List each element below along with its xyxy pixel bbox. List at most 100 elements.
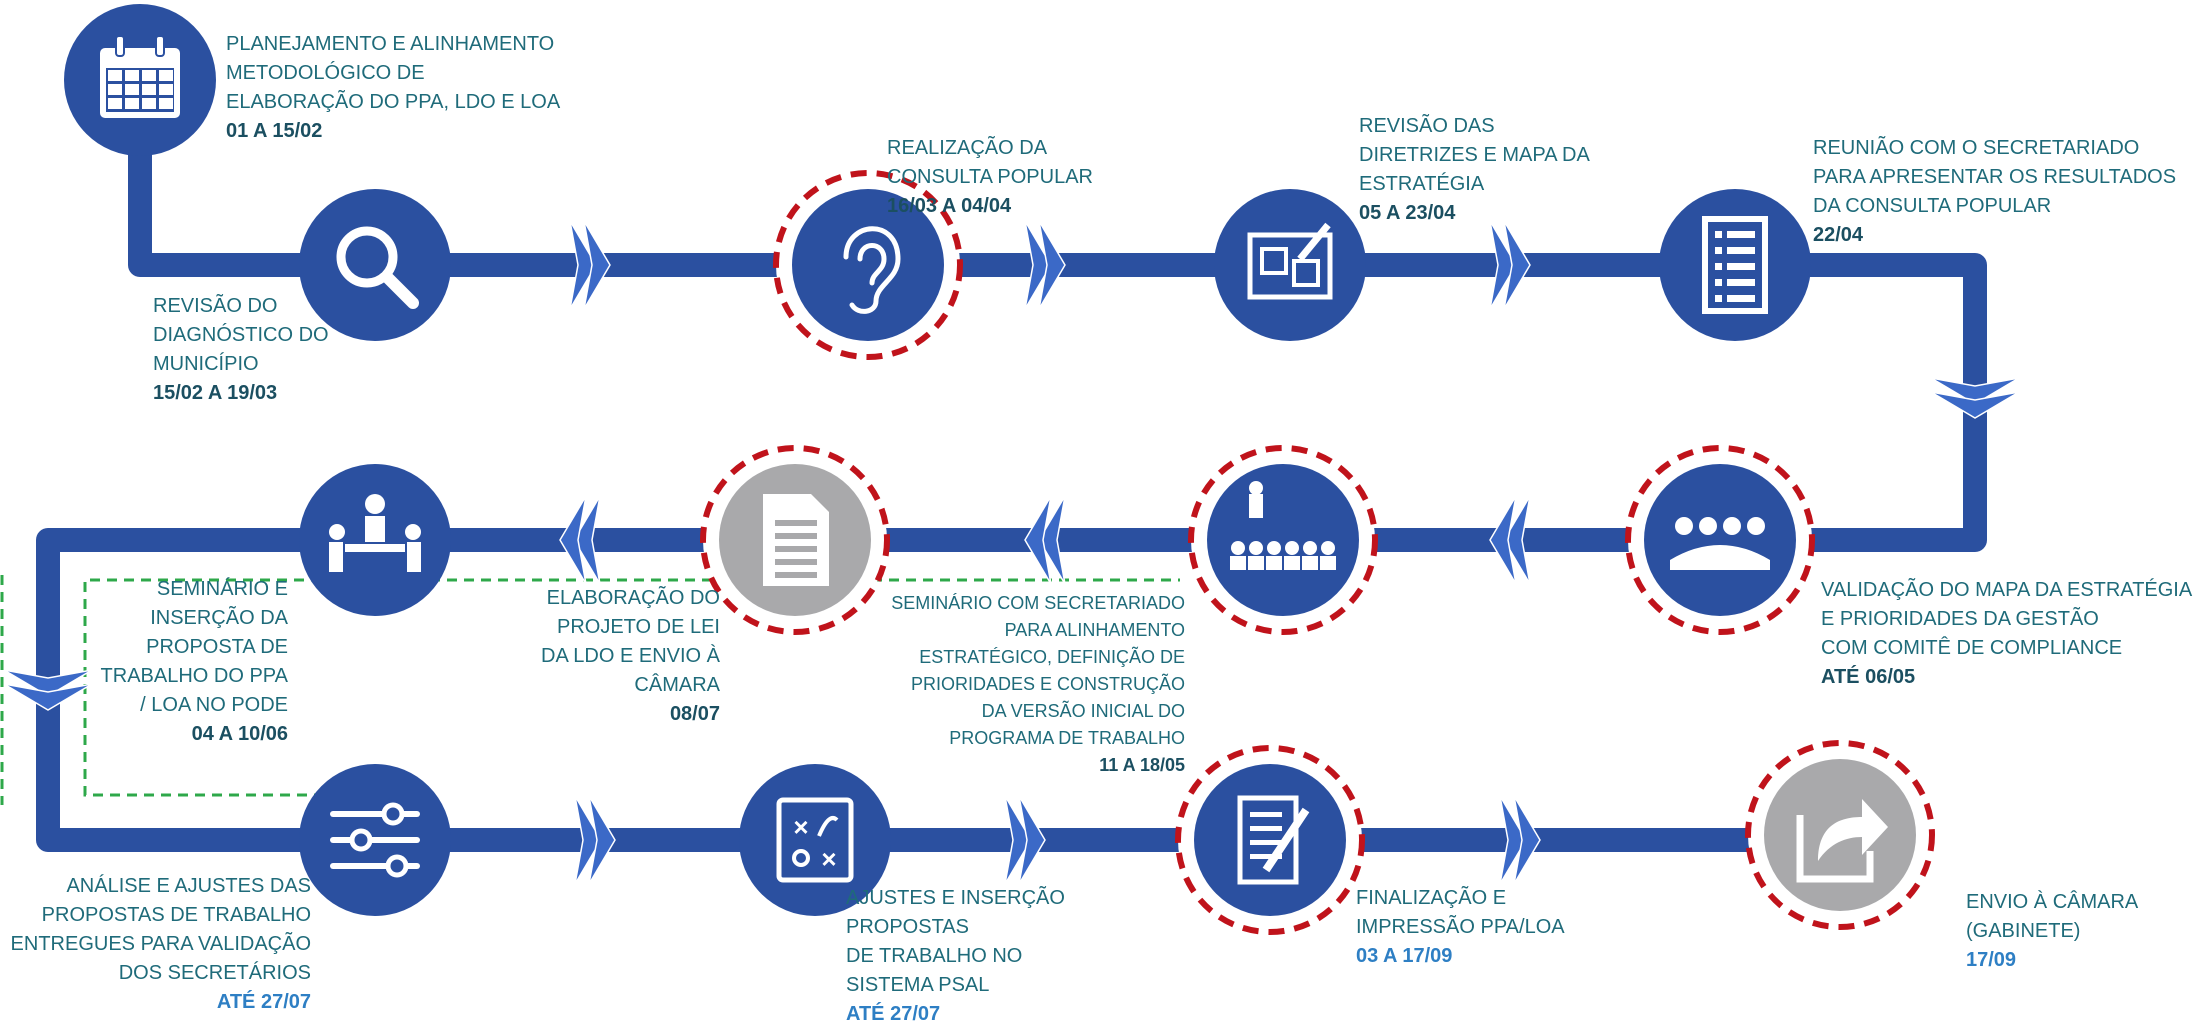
step-circle — [792, 189, 944, 341]
step-title-line: PARA ALINHAMENTO — [1004, 620, 1185, 640]
chevron-part — [3, 683, 93, 711]
step-label-validacao: VALIDAÇÃO DO MAPA DA ESTRATÉGIA E PRIORI… — [1821, 576, 2192, 692]
chevron-arrow-icon — [1489, 220, 1531, 310]
document-line — [775, 572, 817, 578]
presenter-body — [365, 516, 385, 542]
checklist-line — [1727, 247, 1755, 254]
audience-body — [1284, 556, 1300, 570]
step-node-s12 — [1175, 745, 1365, 935]
step-title-line: DIAGNÓSTICO DO — [153, 324, 329, 346]
step-title-line: ELABORAÇÃO DO — [546, 587, 720, 609]
person-head — [1747, 517, 1765, 535]
chevron-arrow-icon — [1499, 795, 1541, 885]
step-title-line: DOS SECRETÁRIOS — [118, 962, 311, 984]
calendar-cell — [125, 98, 139, 109]
step-label-diretrizes: REVISÃO DAS DIRETRIZES E MAPA DA ESTRATÉ… — [1359, 112, 1590, 228]
step-title-line: ENTREGUES PARA VALIDAÇÃO — [10, 933, 311, 955]
team-meeting-icon — [1670, 517, 1770, 570]
step-title-line: INSERÇÃO DA — [150, 607, 288, 629]
step-title-line: SEMINÁRIO E — [156, 578, 288, 600]
document-line — [775, 559, 817, 565]
step-title-line: ENVIO À CÂMARA — [1966, 891, 2139, 913]
chevron-arrow-icon — [1930, 377, 2020, 419]
chevron-arrow-icon — [1004, 795, 1046, 885]
step-title-line: AJUSTES E INSERÇÃO — [846, 887, 1065, 909]
step-circle — [1207, 464, 1359, 616]
chevron-part — [1004, 795, 1032, 885]
chevron-part — [1513, 795, 1541, 885]
checklist-bullet — [1715, 263, 1722, 270]
audience-head — [1231, 541, 1245, 555]
step-date: 11 a 18/05 — [1099, 755, 1185, 775]
blueprint-pencil — [1297, 222, 1331, 262]
step-title-line: CÂMARA — [634, 674, 720, 696]
calendar-icon — [100, 35, 180, 118]
person-head — [1675, 517, 1693, 535]
blueprint-rooms — [1260, 247, 1320, 287]
step-label-seminario-pode: SEMINÁRIO E INSERÇÃO DA PROPOSTA DE TRAB… — [101, 575, 288, 749]
checklist-line — [1727, 263, 1755, 270]
step-title-line: PROGRAMA DE TRABALHO — [949, 728, 1185, 748]
calendar-cell — [108, 70, 122, 81]
sign-document-icon — [1237, 795, 1310, 885]
chevron-part — [583, 220, 611, 310]
step-title-line: FINALIZAÇÃO E — [1356, 887, 1507, 909]
calendar-cell — [159, 84, 173, 95]
step-title-line: DA VERSÃO INICIAL DO — [981, 701, 1185, 721]
step-title-line: REALIZAÇÃO DA — [887, 137, 1048, 159]
checklist-line — [1727, 279, 1755, 286]
board-arrow — [817, 816, 839, 837]
person-head — [1723, 517, 1741, 535]
step-date: 16/03 a 04/04 — [887, 195, 1012, 217]
step-title-line: DIRETRIZES E MAPA DA — [1359, 144, 1590, 166]
chevron-part — [1930, 377, 2020, 405]
calendar-cell — [125, 84, 139, 95]
checklist-bullet — [1715, 279, 1722, 286]
step-node-s1 — [64, 4, 216, 156]
checklist-bullet — [1715, 247, 1722, 254]
meeting-table — [1670, 545, 1770, 570]
step-title-line: REVISÃO DO — [153, 295, 278, 317]
chevron-part — [1489, 495, 1517, 585]
chevron-part — [569, 220, 597, 310]
step-title-line: ELABORAÇÃO DO PPA, LDO E LOA — [226, 91, 561, 113]
doc-line — [1250, 854, 1282, 859]
step-node-s7 — [1188, 445, 1378, 635]
step-label-planning: PLANEJAMENTO E ALINHAMENTO METODOLÓGICO … — [226, 30, 560, 146]
checklist-bullet — [1715, 231, 1722, 238]
audience-body — [1320, 556, 1336, 570]
person-head — [1699, 517, 1717, 535]
step-date: 01 a 15/02 — [226, 120, 323, 142]
step-date: 03 a 17/09 — [1356, 945, 1453, 967]
step-circle — [1644, 464, 1796, 616]
step-node-s10 — [299, 764, 451, 916]
member-head — [405, 524, 421, 540]
share-icon — [1796, 799, 1888, 883]
chevron-part — [588, 795, 616, 885]
document-line — [775, 546, 817, 552]
step-title-line: ESTRATÉGICO, DEFINIÇÃO DE — [919, 647, 1185, 667]
step-title-line: PROPOSTAS DE TRABALHO — [41, 904, 311, 926]
step-date: 08/07 — [669, 703, 720, 725]
member-body — [407, 542, 421, 572]
flow-track-line — [36, 48, 1987, 852]
step-title-line: (GABINETE) — [1966, 920, 2081, 942]
calendar-cell — [142, 70, 156, 81]
chevron-part — [1018, 795, 1046, 885]
chevron-part — [1499, 795, 1527, 885]
step-title-line: DA LDO E ENVIO À — [541, 645, 720, 667]
chevron-arrow-icon — [574, 795, 616, 885]
doc-outline — [1237, 795, 1299, 885]
checklist-icon — [1702, 216, 1768, 314]
chevron-part — [1503, 495, 1531, 585]
step-date: ATÉ 06/05 — [1821, 666, 1916, 688]
step-title-line: REVISÃO DAS — [1359, 115, 1495, 137]
step-node-s3 — [773, 170, 963, 360]
audience-head — [1267, 541, 1281, 555]
step-title-line: MUNICÍPIO — [153, 353, 259, 375]
audience-body — [1266, 556, 1282, 570]
chevron-arrow-icon — [569, 220, 611, 310]
step-label-sistema-psal: AJUSTES E INSERÇÃO PROPOSTAS DE TRABALHO… — [846, 884, 1065, 1029]
seminar-icon — [1230, 481, 1336, 570]
